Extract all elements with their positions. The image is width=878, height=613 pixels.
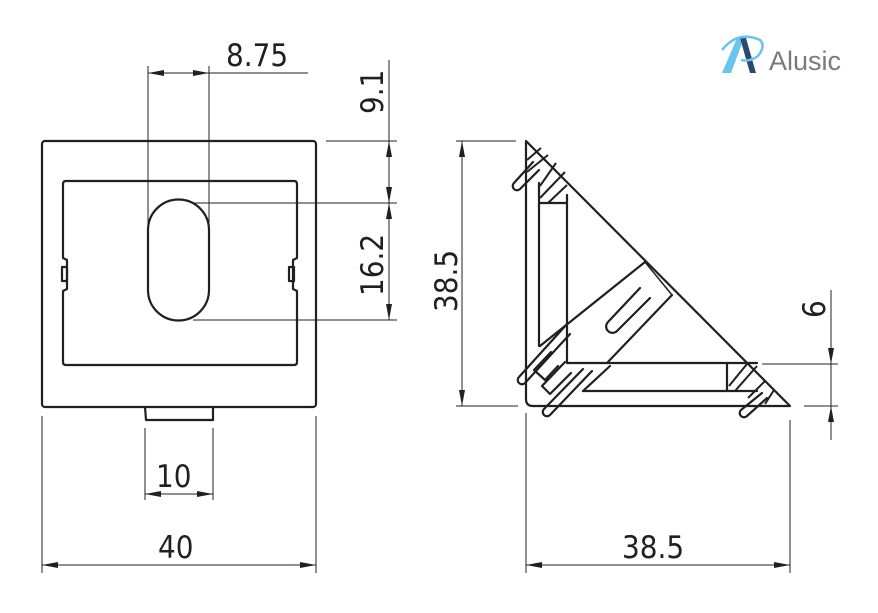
dim-side-height: 38.5 [429, 250, 465, 312]
dim-leg-thickness: 6 [797, 300, 833, 318]
logo-mark-icon [721, 35, 764, 73]
dim-hole-length: 16.2 [355, 234, 391, 296]
side-view: 38.5 38.5 6 [429, 139, 838, 573]
hatch-right [728, 363, 775, 405]
pin-top-left [511, 160, 541, 192]
pin-lower-left [516, 322, 573, 396]
dim-overall-width: 40 [158, 530, 193, 566]
alusic-logo: Alusic [721, 35, 841, 76]
pin-bottom-right [738, 391, 769, 419]
triangle-body [524, 139, 792, 408]
inner-recess [61, 179, 299, 367]
front-view: 8.75 9.1 16.2 10 40 [40, 38, 397, 573]
oval-slot [146, 198, 211, 322]
logo-text: Alusic [769, 46, 841, 76]
outer-frame [40, 139, 318, 409]
hatch-top [526, 147, 568, 204]
dim-hole-offset-top: 9.1 [355, 70, 391, 114]
bottom-tab [143, 405, 215, 422]
right-clip [287, 265, 296, 283]
rib-slot [605, 286, 652, 334]
left-clip [60, 265, 69, 283]
dim-tab-width: 10 [156, 459, 191, 495]
dim-hole-offset-x: 8.75 [226, 38, 288, 74]
dim-side-width: 38.5 [622, 530, 684, 566]
pin-bottom-left [541, 364, 612, 418]
